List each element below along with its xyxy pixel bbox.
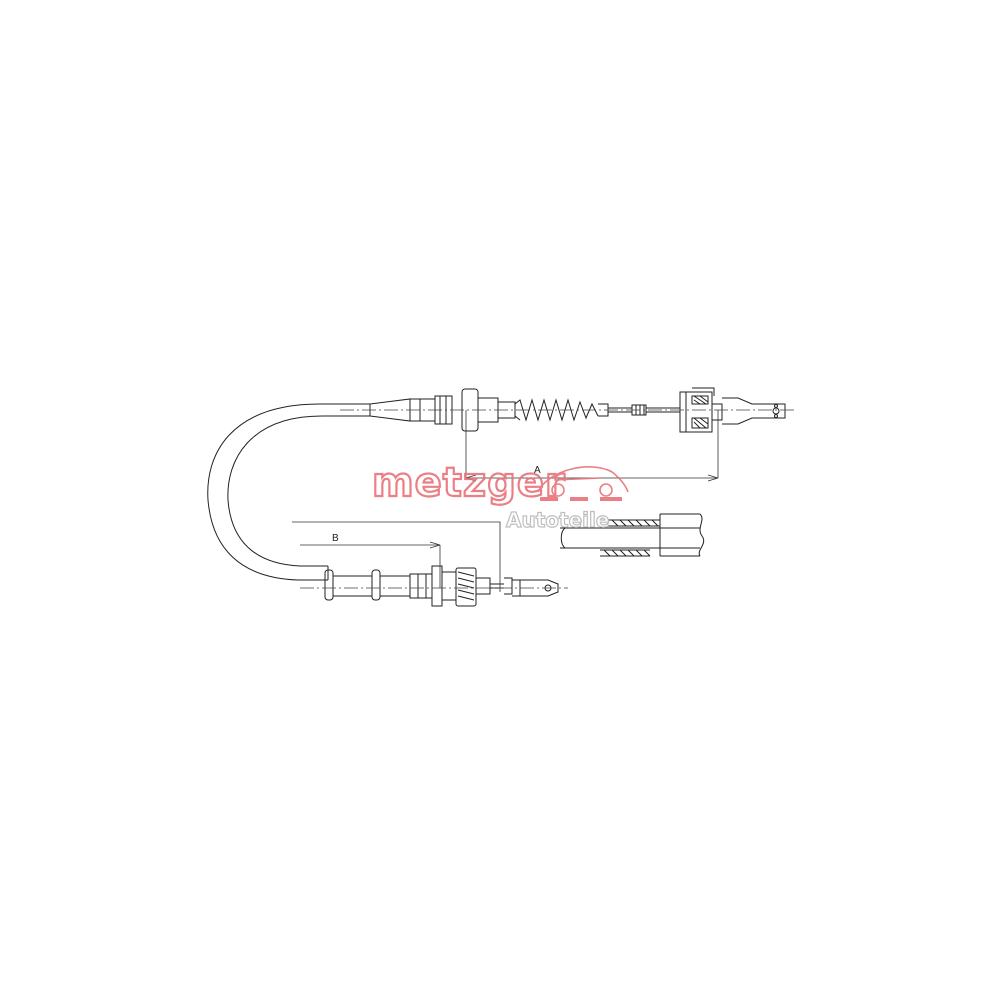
dimension-b [292, 521, 501, 592]
watermark-sub-text: Autoteile [506, 508, 609, 532]
cable-sheath [207, 403, 370, 581]
dimension-a-label: A [534, 465, 541, 476]
watermark-brand-text: metzger [372, 460, 566, 506]
lower-sheath-fittings [324, 565, 443, 607]
watermark-dashes [540, 497, 622, 501]
detail-section [560, 513, 705, 557]
upper-end-fitting [679, 387, 786, 433]
lower-adjuster [442, 567, 491, 607]
car-silhouette-icon [537, 466, 629, 497]
dimension-b-label: B [332, 533, 339, 544]
watermark-logo: metzger Autoteile [371, 459, 629, 533]
upper-inner-wire [608, 404, 680, 416]
